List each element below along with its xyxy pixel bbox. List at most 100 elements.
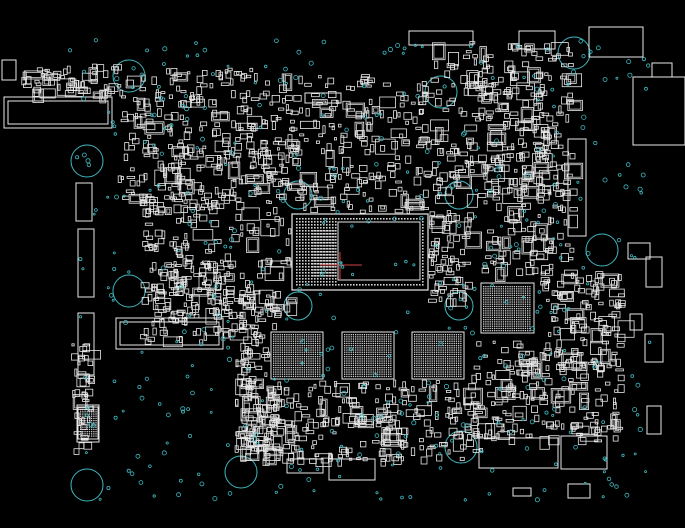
component-outline-icon	[447, 242, 454, 249]
component-outline-icon	[288, 438, 296, 445]
component-outline-icon	[358, 164, 368, 172]
component-outline-icon	[281, 167, 288, 174]
via-icon	[78, 315, 83, 319]
component-outline-icon	[282, 452, 295, 464]
component-outline-icon	[520, 107, 534, 123]
component-outline-icon	[439, 172, 448, 182]
component-outline-icon	[448, 171, 456, 178]
via-icon	[260, 399, 264, 403]
component-pad	[466, 233, 481, 248]
component-outline-icon	[211, 203, 220, 209]
via-icon	[130, 85, 135, 90]
via-icon	[199, 481, 205, 487]
component-outline-icon	[125, 79, 134, 89]
component-outline-icon	[242, 96, 248, 104]
via-icon	[160, 265, 166, 271]
component-outline-icon	[516, 369, 520, 375]
via-icon	[545, 47, 550, 52]
component-outline-icon	[324, 113, 332, 118]
component-outline-icon	[591, 290, 597, 298]
component-outline-icon	[283, 444, 290, 450]
component-outline-icon	[228, 226, 234, 230]
component-outline-icon	[398, 133, 404, 139]
via-icon	[325, 347, 331, 352]
via-icon	[525, 218, 529, 222]
component-outline-icon	[235, 136, 241, 142]
component-outline-icon	[285, 104, 289, 111]
component-outline-icon	[278, 272, 284, 280]
via-icon	[535, 309, 540, 314]
via-icon	[223, 244, 228, 249]
via-icon	[357, 452, 362, 458]
via-icon	[576, 180, 580, 184]
component-outline-icon	[405, 155, 412, 164]
component-outline-icon	[362, 457, 368, 462]
component-outline-icon	[545, 365, 550, 372]
component-outline-icon	[565, 360, 570, 364]
via-icon	[185, 54, 189, 58]
component-outline-icon	[151, 320, 155, 327]
component-outline-icon	[395, 180, 402, 184]
component-outline-icon	[143, 154, 151, 158]
component-outline-icon	[183, 131, 191, 141]
component-outline-icon	[337, 454, 343, 459]
via-icon	[474, 188, 478, 192]
component-outline-icon	[407, 394, 417, 402]
component-outline-icon	[511, 87, 520, 95]
component-outline-icon	[566, 99, 574, 105]
component-outline-icon	[330, 206, 336, 212]
component-outline-icon	[189, 202, 196, 211]
component-outline-icon	[473, 407, 488, 419]
bga-chip-icon	[411, 331, 465, 380]
component-outline-icon	[131, 138, 140, 145]
component-outline-icon	[543, 391, 547, 396]
component-outline-icon	[543, 137, 550, 147]
component-pad	[562, 275, 576, 283]
component-outline-icon	[364, 149, 371, 156]
component-outline-icon	[387, 165, 396, 172]
component-outline-icon	[186, 293, 194, 301]
connector-icon	[286, 458, 324, 474]
via-icon	[88, 422, 94, 428]
component-outline-icon	[438, 296, 443, 302]
component-outline-icon	[170, 68, 178, 77]
via-icon	[229, 237, 235, 243]
component-outline-icon	[507, 429, 516, 436]
component-outline-icon	[445, 413, 450, 418]
via-icon	[310, 193, 314, 197]
component-outline-icon	[346, 108, 355, 112]
component-outline-icon	[289, 402, 294, 409]
component-outline-icon	[522, 151, 530, 158]
component-outline-icon	[507, 206, 522, 223]
component-outline-icon	[430, 139, 438, 145]
component-outline-icon	[80, 81, 85, 89]
component-outline-icon	[299, 179, 303, 184]
via-icon	[550, 87, 555, 92]
component-outline-icon	[260, 219, 280, 237]
component-outline-icon	[261, 140, 268, 145]
via-icon	[293, 75, 299, 81]
component-outline-icon	[230, 78, 234, 86]
via-icon	[81, 152, 87, 158]
component-outline-icon	[251, 150, 258, 155]
component-outline-icon	[522, 360, 530, 367]
component-outline-icon	[26, 76, 32, 85]
via-icon	[85, 158, 91, 164]
component-outline-icon	[280, 217, 284, 227]
component-outline-icon	[188, 295, 192, 299]
component-outline-icon	[48, 78, 55, 86]
component-outline-icon	[268, 200, 272, 204]
component-outline-icon	[78, 442, 85, 450]
component-outline-icon	[396, 410, 402, 415]
cpu-package	[291, 213, 429, 291]
component-outline-icon	[209, 83, 214, 89]
component-outline-icon	[594, 388, 601, 392]
component-outline-icon	[155, 92, 162, 99]
component-outline-icon	[185, 127, 193, 134]
component-outline-icon	[182, 120, 189, 126]
component-outline-icon	[522, 173, 532, 180]
component-outline-icon	[289, 152, 293, 158]
component-outline-icon	[143, 173, 148, 181]
component-pad	[266, 449, 276, 464]
